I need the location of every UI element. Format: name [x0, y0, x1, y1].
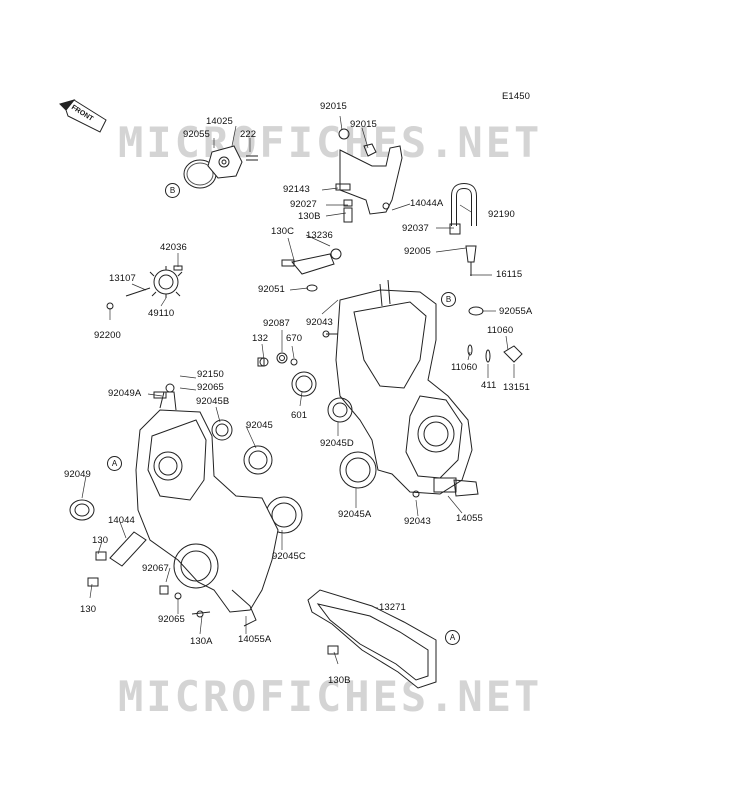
leader-lines	[81, 115, 515, 665]
part-label-92045b: 92045B	[196, 396, 230, 407]
part-label-130b-bottom: 130B	[328, 675, 351, 686]
part-label-92067: 92067	[142, 563, 169, 574]
part-label-11060-b: 11060	[451, 362, 478, 373]
part-label-42036: 42036	[160, 242, 187, 253]
part-label-92051: 92051	[258, 284, 285, 295]
crankcase-left	[135, 383, 279, 627]
part-label-13271: 13271	[379, 602, 406, 613]
part-label-14044: 14044	[108, 515, 135, 526]
part-label-14025: 14025	[206, 116, 233, 127]
part-label-92150: 92150	[197, 369, 224, 380]
dipstick-tube	[449, 182, 484, 316]
shift-lever	[281, 248, 342, 292]
watermark-top: MICROFICHES.NET	[118, 118, 543, 167]
part-label-92143: 92143	[283, 184, 310, 195]
seals-bearings	[69, 371, 377, 534]
oil-pump-cover	[183, 145, 258, 189]
part-label-13107: 13107	[109, 273, 136, 284]
part-label-92087: 92087	[263, 318, 290, 329]
part-label-92055a: 92055A	[499, 306, 533, 317]
watermark-bottom: MICROFICHES.NET	[118, 672, 543, 721]
part-label-92049a: 92049A	[108, 388, 142, 399]
part-label-411: 411	[481, 380, 497, 391]
part-label-222: 222	[240, 129, 257, 140]
part-label-92015-b: 92015	[350, 119, 377, 130]
part-label-92049: 92049	[64, 469, 91, 480]
part-label-92005: 92005	[404, 246, 431, 257]
part-label-92037: 92037	[402, 223, 429, 234]
part-label-13151: 13151	[503, 382, 530, 393]
part-label-130-b: 130	[80, 604, 97, 615]
callout-b-left: B	[165, 183, 180, 198]
crankcase-cover-right	[322, 279, 479, 498]
cover-13271	[307, 589, 437, 689]
diagram-code: E1450	[502, 91, 530, 102]
part-label-92015-a: 92015	[320, 101, 347, 112]
callout-b-right: B	[441, 292, 456, 307]
part-label-16115: 16115	[496, 269, 523, 280]
part-label-132: 132	[252, 333, 269, 344]
part-label-92043-bottom: 92043	[404, 516, 431, 527]
part-label-49110: 49110	[148, 308, 175, 319]
part-label-670: 670	[286, 333, 303, 344]
part-label-130a: 130A	[190, 636, 213, 647]
part-label-92200: 92200	[94, 330, 121, 341]
part-label-92065-top: 92065	[197, 382, 224, 393]
part-label-92045a: 92045A	[338, 509, 372, 520]
part-label-92045c: 92045C	[272, 551, 306, 562]
part-label-11060-a: 11060	[487, 325, 514, 336]
part-label-130c: 130C	[271, 226, 295, 237]
part-label-130b-top: 130B	[298, 211, 321, 222]
part-label-601: 601	[291, 410, 308, 421]
part-label-92043-top: 92043	[306, 317, 333, 328]
part-label-92045: 92045	[246, 420, 273, 431]
bracket-14044a	[335, 128, 403, 223]
front-arrow-icon	[59, 99, 107, 133]
part-label-14044a: 14044A	[410, 198, 444, 209]
part-label-92045d: 92045D	[320, 438, 354, 449]
part-label-92055: 92055	[183, 129, 210, 140]
small-parts-center	[257, 344, 523, 367]
part-label-130-a: 130	[92, 535, 109, 546]
part-label-13236: 13236	[306, 230, 333, 241]
part-label-92190: 92190	[488, 209, 515, 220]
callout-a-left: A	[107, 456, 122, 471]
part-label-92027: 92027	[290, 199, 317, 210]
callout-a-bottom: A	[445, 630, 460, 645]
oil-pump-gear	[106, 265, 183, 310]
bracket-14044	[87, 531, 182, 600]
part-label-92065-bottom: 92065	[158, 614, 185, 625]
part-label-14055a: 14055A	[238, 634, 272, 645]
part-label-14055: 14055	[456, 513, 483, 524]
